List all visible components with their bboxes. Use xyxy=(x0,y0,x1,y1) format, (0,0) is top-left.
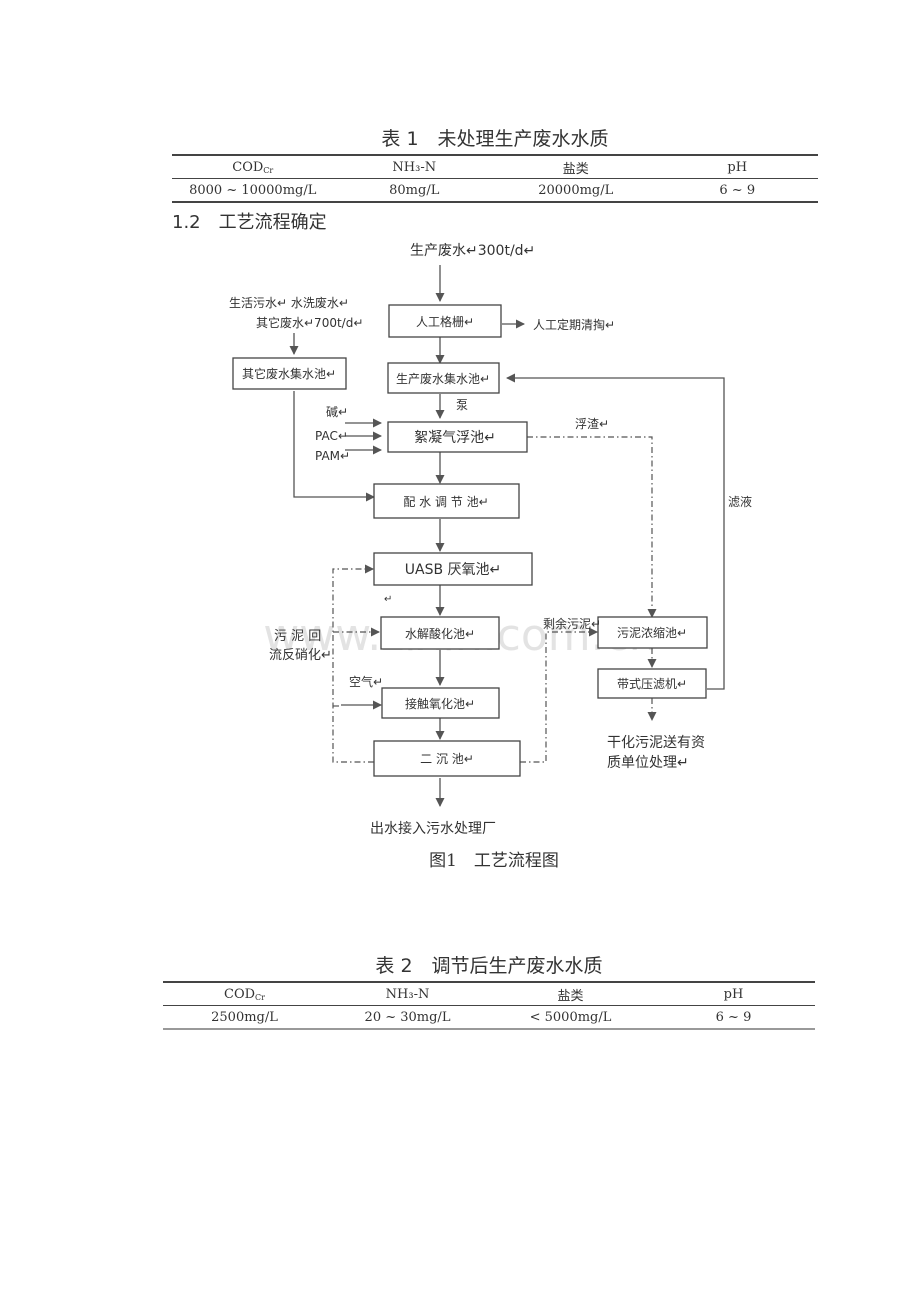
sludge-return-label-2: 流反硝化↵ xyxy=(269,648,332,663)
excess-sludge-label: 剩余污泥↵ xyxy=(543,616,601,631)
grille-box xyxy=(388,304,502,338)
effluent-label: 出水接入污水处理厂 xyxy=(370,820,496,837)
regulation-box xyxy=(373,483,520,519)
table2-header-row: CODCr NH₃-N 盐类 pH xyxy=(163,981,815,1006)
other-tank-box xyxy=(232,357,347,390)
table1-caption: 表 1 未处理生产废水水质 xyxy=(381,128,609,150)
contact-box xyxy=(381,687,500,719)
table2-header-ph: pH xyxy=(652,981,815,1006)
air-label: 空气↵ xyxy=(349,674,383,689)
press-label: 带式压滤机↵ xyxy=(617,677,687,691)
table1-header-ph: pH xyxy=(656,154,818,179)
secondary-label: 二 沉 池↵ xyxy=(420,752,474,766)
left-source-label-1: 生活污水↵ 水洗废水↵ xyxy=(229,295,349,310)
uasb-label: UASB 厌氧池↵ xyxy=(405,562,502,578)
table1-header-row: CODCr NH₃-N 盐类 pH xyxy=(172,154,818,179)
table1-row: 8000 ~ 10000mg/L 80mg/L 20000mg/L 6 ~ 9 xyxy=(172,178,818,203)
table2-row: 2500mg/L 20 ~ 30mg/L < 5000mg/L 6 ~ 9 xyxy=(163,1005,815,1030)
contact-label: 接触氧化池↵ xyxy=(405,696,475,711)
other-tank-label: 其它废水集水池↵ xyxy=(242,366,336,381)
scum-label: 浮渣↵ xyxy=(575,417,609,431)
grille-label: 人工格栅↵ xyxy=(416,314,474,329)
top-source-label: 生产废水↵300t/d↵ xyxy=(410,243,535,259)
table2-caption: 表 2 调节后生产废水水质 xyxy=(375,955,603,977)
dry-sludge-label-2: 质单位处理↵ xyxy=(607,755,689,771)
table1-header-salt: 盐类 xyxy=(495,154,657,179)
regulation-label: 配 水 调 节 池↵ xyxy=(403,495,488,509)
pac-label: PAC↵ xyxy=(315,429,348,443)
hydrolysis-label: 水解酸化池↵ xyxy=(405,626,475,641)
sludge-return-label-1: 污 泥 回 xyxy=(274,629,321,644)
thickener-label: 污泥浓缩池↵ xyxy=(617,625,687,640)
table1-header-nh3: NH₃-N xyxy=(333,154,495,179)
dry-sludge-label-1: 干化污泥送有资 xyxy=(607,735,705,751)
alkali-label: 碱↵ xyxy=(326,405,348,419)
table1-header-cod: CODCr xyxy=(172,154,334,179)
prod-tank-label: 生产废水集水池↵ xyxy=(396,371,490,386)
section-heading: 1.2 工艺流程确定 xyxy=(172,212,327,233)
table2: CODCr NH₃-N 盐类 pH 2500mg/L 20 ~ 30mg/L <… xyxy=(163,981,815,1030)
table2-cell: 20 ~ 30mg/L xyxy=(326,1005,489,1030)
small-mark: ↵ xyxy=(384,594,392,605)
table2-header-salt: 盐类 xyxy=(489,981,652,1006)
press-box xyxy=(597,668,707,699)
table1-cell: 8000 ~ 10000mg/L xyxy=(172,178,334,203)
table2-header-cod: CODCr xyxy=(163,981,326,1006)
table2-cell: 2500mg/L xyxy=(163,1005,326,1030)
table2-cell: 6 ~ 9 xyxy=(652,1005,815,1030)
table1-cell: 80mg/L xyxy=(333,178,495,203)
table2-header-nh3: NH₃-N xyxy=(326,981,489,1006)
manual-clean-label: 人工定期清掏↵ xyxy=(533,317,615,332)
left-source-label-2: 其它废水↵700t/d↵ xyxy=(256,315,363,330)
uasb-box xyxy=(373,552,533,586)
table2-cell: < 5000mg/L xyxy=(489,1005,652,1030)
thickener-box xyxy=(597,616,708,649)
table1-cell: 6 ~ 9 xyxy=(656,178,818,203)
pump-label: 泵 xyxy=(456,398,468,412)
process-flowchart: www.zixin.com.cn xyxy=(229,243,752,871)
table1-cell: 20000mg/L xyxy=(495,178,657,203)
hydrolysis-box xyxy=(380,616,500,650)
filtrate-label: 滤液 xyxy=(728,494,752,509)
flotation-label: 絮凝气浮池↵ xyxy=(414,429,496,446)
table1: CODCr NH₃-N 盐类 pH 8000 ~ 10000mg/L 80mg/… xyxy=(172,154,818,203)
figure-caption: 图1 工艺流程图 xyxy=(429,851,559,871)
secondary-box xyxy=(373,740,521,777)
pam-label: PAM↵ xyxy=(315,449,350,463)
flotation-box xyxy=(387,421,528,453)
prod-tank-box xyxy=(387,362,500,394)
